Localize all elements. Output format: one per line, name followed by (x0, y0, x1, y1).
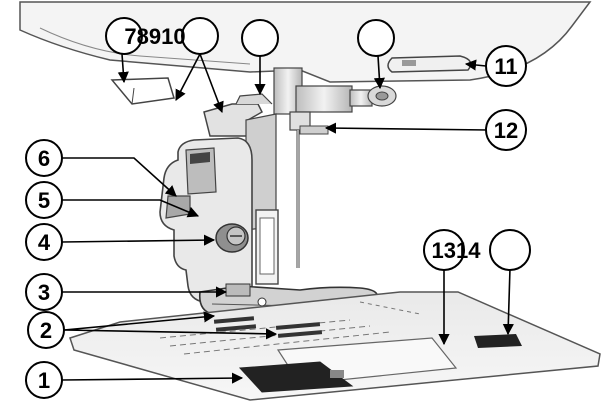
callout-circle-12 (485, 109, 527, 151)
callout-circle-4 (25, 223, 63, 261)
callout-circle-13 (423, 229, 465, 271)
callout-label-13-14: 1314 (432, 238, 482, 263)
callout-label-5: 5 (38, 188, 50, 213)
presser-foot-lever (387, 55, 472, 73)
callout-circles (25, 17, 531, 399)
leader-lines (61, 53, 514, 384)
callout-label-3: 3 (38, 280, 50, 305)
callout-circle-5 (25, 181, 63, 219)
callout-circle-14 (489, 229, 531, 271)
callout-circle-9 (241, 19, 279, 57)
needle-plate (69, 291, 601, 401)
callout-label-4: 4 (38, 230, 51, 255)
callout-circle-3 (25, 273, 63, 311)
callout-label-12: 12 (494, 118, 518, 143)
callout-circle-8 (181, 17, 219, 55)
callout-label-1: 1 (38, 368, 50, 393)
callout-label-7-10: 78910 (124, 24, 185, 49)
callout-circle-7 (105, 17, 143, 55)
callout-circle-11 (485, 45, 527, 87)
callout-label-11: 11 (494, 54, 517, 79)
callout-label-6: 6 (38, 146, 50, 171)
callout-circle-2 (27, 311, 65, 349)
thread-cutter-lever (110, 77, 175, 105)
callout-circle-6 (25, 139, 63, 177)
callout-circle-10 (357, 19, 395, 57)
needle-bar (273, 67, 397, 268)
feed-dogs (213, 316, 323, 338)
callout-circle-1 (25, 361, 63, 399)
callout-label-2: 2 (40, 318, 52, 343)
presser-foot-holder (159, 93, 279, 303)
